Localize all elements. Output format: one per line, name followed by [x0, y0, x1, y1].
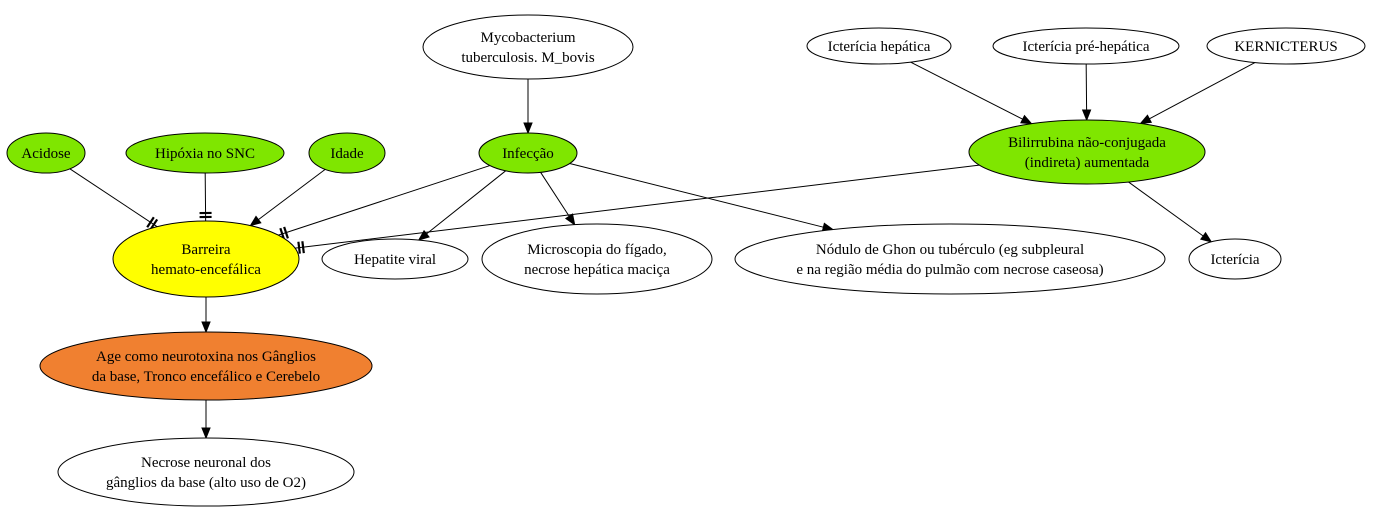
edge-line — [1128, 181, 1204, 237]
node-label: tuberculosis. M_bovis — [461, 50, 594, 66]
node-shape — [422, 14, 634, 80]
edge-mycobacterium-to-infeccao — [523, 79, 533, 135]
node-label: KERNICTERUS — [1234, 39, 1337, 55]
node-label: Icterícia — [1210, 252, 1259, 268]
tee-bar — [297, 241, 301, 254]
arrowhead — [201, 427, 211, 440]
edge-kernicterus-to-bilirrubina — [1139, 62, 1256, 125]
node-shape — [1188, 238, 1282, 280]
edge-line — [426, 170, 506, 235]
edge-line — [1149, 62, 1256, 120]
node-shape — [1206, 27, 1366, 65]
node-hepatite: Hepatite viral — [321, 238, 469, 280]
node-label: da base, Tronco encefálico e Cerebelo — [92, 369, 320, 385]
node-kernicterus: KERNICTERUS — [1206, 27, 1366, 65]
node-shape — [6, 132, 86, 174]
node-label: Necrose neuronal dos — [141, 455, 271, 471]
edge-line — [278, 165, 491, 236]
node-label: Acidose — [21, 146, 70, 162]
node-infeccao: Infecção — [478, 132, 578, 174]
node-label: necrose hepática maciça — [524, 262, 670, 278]
node-label: Idade — [330, 146, 364, 162]
node-label: Hipóxia no SNC — [155, 146, 255, 162]
node-ict-prehepatica: Icterícia pré-hepática — [992, 27, 1180, 65]
node-label: Age como neurotoxina nos Gânglios — [96, 349, 316, 365]
edge-bilirrubina-to-barreira — [295, 164, 980, 254]
node-label: Microscopia do fígado, — [527, 242, 667, 258]
tee-bar — [146, 216, 155, 228]
edge-line — [295, 164, 980, 249]
tee-bar — [283, 226, 289, 239]
arrowhead — [417, 229, 430, 241]
arrowhead — [201, 321, 211, 334]
node-label: (indireta) aumentada — [1025, 155, 1150, 171]
node-shape — [321, 238, 469, 280]
arrowhead — [1200, 231, 1213, 243]
node-label: Icterícia hepática — [828, 39, 931, 55]
node-shape — [806, 27, 952, 65]
node-shape — [308, 132, 386, 174]
node-shape — [968, 119, 1206, 185]
edges-layer — [69, 61, 1256, 440]
node-label: e na região média do pulmão com necrose … — [796, 262, 1103, 278]
node-acidose: Acidose — [6, 132, 86, 174]
edge-barreira-to-neurotoxina — [201, 297, 211, 334]
node-label: Mycobacterium — [481, 30, 576, 46]
node-label: Nódulo de Ghon ou tubérculo (eg subpleur… — [816, 242, 1084, 258]
edge-idade-to-barreira — [249, 168, 326, 227]
node-ictericia: Icterícia — [1188, 238, 1282, 280]
node-shape — [39, 331, 373, 401]
node-idade: Idade — [308, 132, 386, 174]
edge-line — [540, 172, 570, 217]
node-barreira: Barreira hemato-encefálica — [112, 220, 300, 298]
arrowhead — [523, 122, 533, 135]
edge-infeccao-to-hepatite — [417, 170, 506, 241]
node-hipoxia: Hipóxia no SNC — [125, 132, 285, 174]
edge-line — [69, 168, 158, 228]
node-microscopia: Microscopia do fígado, necrose hepática m… — [481, 223, 713, 295]
arrowhead — [1020, 114, 1033, 125]
node-label: Bilirrubina não-conjugada — [1008, 135, 1166, 151]
node-shape — [734, 223, 1166, 295]
node-bilirrubina: Bilirrubina não-conjugada (indireta) aume… — [968, 119, 1206, 185]
node-label: Icterícia pré-hepática — [1023, 39, 1150, 55]
edge-line — [910, 61, 1023, 120]
node-mycobacterium: Mycobacterium tuberculosis. M_bovis — [422, 14, 634, 80]
arrowhead — [1139, 114, 1153, 125]
node-ict-hepatica: Icterícia hepática — [806, 27, 952, 65]
node-shape — [112, 220, 300, 298]
node-shape — [478, 132, 578, 174]
edge-infeccao-to-microscopia — [540, 172, 576, 226]
edge-infeccao-to-nodulo — [569, 162, 835, 232]
edge-line — [569, 162, 824, 228]
arrowhead — [564, 213, 576, 226]
node-label: Infecção — [502, 146, 554, 162]
node-nodulo: Nódulo de Ghon ou tubérculo (eg subpleur… — [734, 223, 1166, 295]
edge-neurotoxina-to-necrose — [201, 400, 211, 440]
arrowhead — [249, 215, 262, 227]
node-shape — [57, 437, 355, 507]
node-label: Hepatite viral — [354, 252, 436, 268]
node-necrose: Necrose neuronal dos gânglios da base (al… — [57, 437, 355, 507]
edge-ict-hepatica-to-bilirrubina — [910, 61, 1033, 125]
node-shape — [992, 27, 1180, 65]
node-label: hemato-encefálica — [151, 262, 261, 278]
edge-acidose-to-barreira — [69, 168, 159, 231]
node-neurotoxina: Age como neurotoxina nos Gânglios da base… — [39, 331, 373, 401]
edge-hipoxia-to-barreira — [199, 172, 212, 222]
edge-bilirrubina-to-ictericia — [1128, 181, 1213, 243]
node-shape — [125, 132, 285, 174]
node-label: gânglios da base (alto uso de O2) — [106, 475, 306, 491]
edge-ict-prehepatica-to-bilirrubina — [1081, 63, 1092, 122]
node-label: Barreira — [181, 242, 230, 258]
arrowhead — [1081, 109, 1092, 122]
tee-bar — [301, 241, 305, 254]
node-shape — [481, 223, 713, 295]
edge-line — [258, 168, 326, 221]
